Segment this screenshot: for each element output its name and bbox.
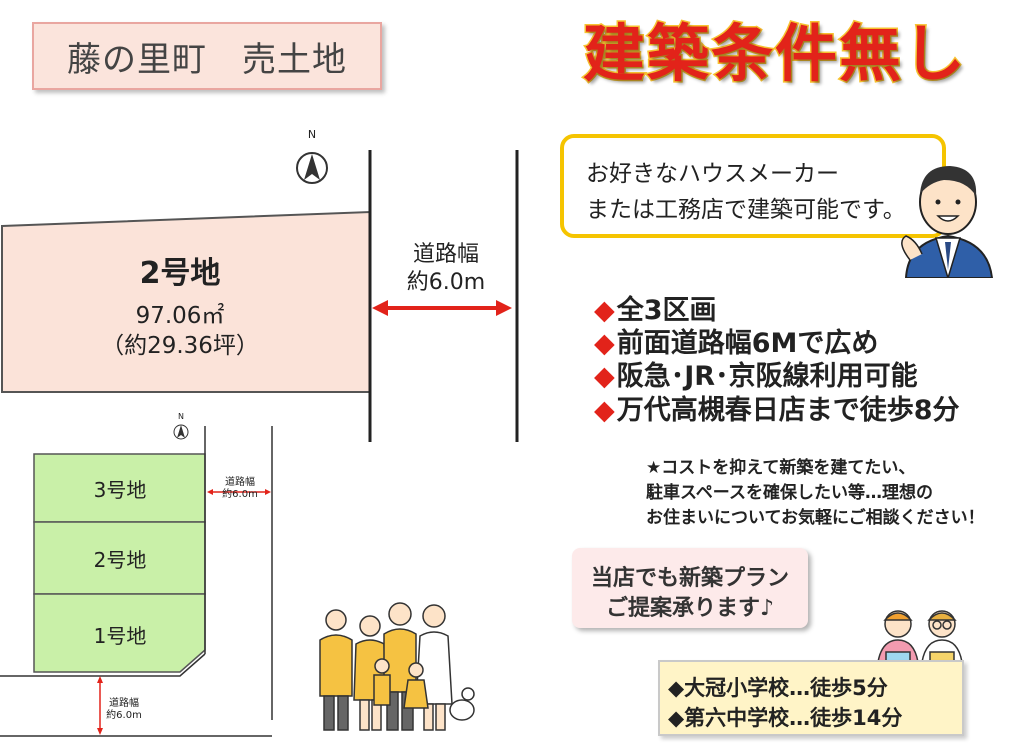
bottom-road-label: 道路幅: [109, 698, 139, 709]
lot-3-label: 3号地: [93, 478, 147, 502]
side-road-value: 約6.0m: [222, 489, 258, 500]
road-width-arrow: [372, 300, 512, 316]
plan-line-2: ご提案承ります♪: [605, 596, 775, 621]
side-road-arrow: [207, 489, 271, 495]
north-label: N: [307, 128, 317, 141]
plan-proposal-box: 当店でも新築プラン ご提案承ります♪: [572, 548, 808, 628]
red-diamond-icon: ◆: [594, 295, 615, 326]
feature-item-4: ◆万代高槻春日店まで徒歩8分: [594, 388, 960, 427]
feature-text-2: 前面道路幅6Mで広め: [616, 328, 879, 359]
lot-1-shape: [33, 593, 206, 673]
school-item-2: ◆第六中学校…徒歩14分: [668, 706, 903, 730]
site-plan: [1, 150, 519, 442]
children-studying-illustration: [877, 610, 963, 663]
feature-text-1: 全3区画: [616, 295, 717, 326]
feature-text-3: 阪急･JR･京阪線利用可能: [616, 361, 918, 392]
bottom-road-line-top: [0, 653, 206, 677]
page-title: 藤の里町 売土地: [32, 22, 382, 90]
overview-plan: [0, 424, 273, 737]
road-width-label: 道路幅: [412, 242, 479, 267]
plan-line-1: 当店でも新築プラン: [590, 566, 789, 591]
north-arrow-icon: [296, 152, 328, 184]
side-road-label: 道路幅: [225, 477, 255, 488]
businessman-illustration: [901, 166, 994, 278]
feature-item-2: ◆前面道路幅6Mで広め: [594, 321, 878, 360]
lot-1-label: 1号地: [93, 624, 147, 648]
lot-2-name: 2号地: [139, 256, 221, 291]
note-line-3: お住まいについてお気軽にご相談ください！: [646, 508, 985, 528]
family-illustration: [319, 602, 475, 731]
red-diamond-icon: ◆: [594, 328, 615, 359]
road-width-value: 約6.0m: [406, 270, 486, 295]
feature-item-3: ◆阪急･JR･京阪線利用可能: [594, 354, 918, 393]
lot-2-area: 97.06㎡: [135, 303, 225, 329]
red-diamond-icon: ◆: [594, 395, 615, 426]
red-diamond-icon: ◆: [594, 361, 615, 392]
north-arrow-small-icon: [173, 424, 189, 440]
speech-bubble: お好きなハウスメーカー または工務店で建築可能です。: [560, 134, 946, 238]
feature-item-1: ◆全3区画: [594, 288, 717, 327]
bottom-road-arrow: [97, 676, 103, 735]
bubble-line-1: お好きなハウスメーカー: [586, 161, 839, 187]
headline: 建築条件無し: [581, 16, 967, 92]
note-line-2: 駐車スペースを確保したい等…理想の: [646, 483, 933, 503]
north-label-small: N: [178, 412, 184, 421]
lot-2-small-label: 2号地: [93, 548, 147, 572]
school-item-1: ◆大冠小学校…徒歩5分: [668, 676, 888, 700]
note-line-1: ★コストを抑えて新築を建てたい、: [646, 458, 916, 478]
school-info-box: ◆大冠小学校…徒歩5分 ◆第六中学校…徒歩14分: [658, 660, 964, 736]
bottom-road-value: 約6.0m: [106, 710, 142, 721]
lot-2-tsubo: （約29.36坪）: [101, 333, 259, 359]
feature-text-4: 万代高槻春日店まで徒歩8分: [616, 395, 960, 426]
bubble-line-2: または工務店で建築可能です。: [586, 197, 906, 223]
